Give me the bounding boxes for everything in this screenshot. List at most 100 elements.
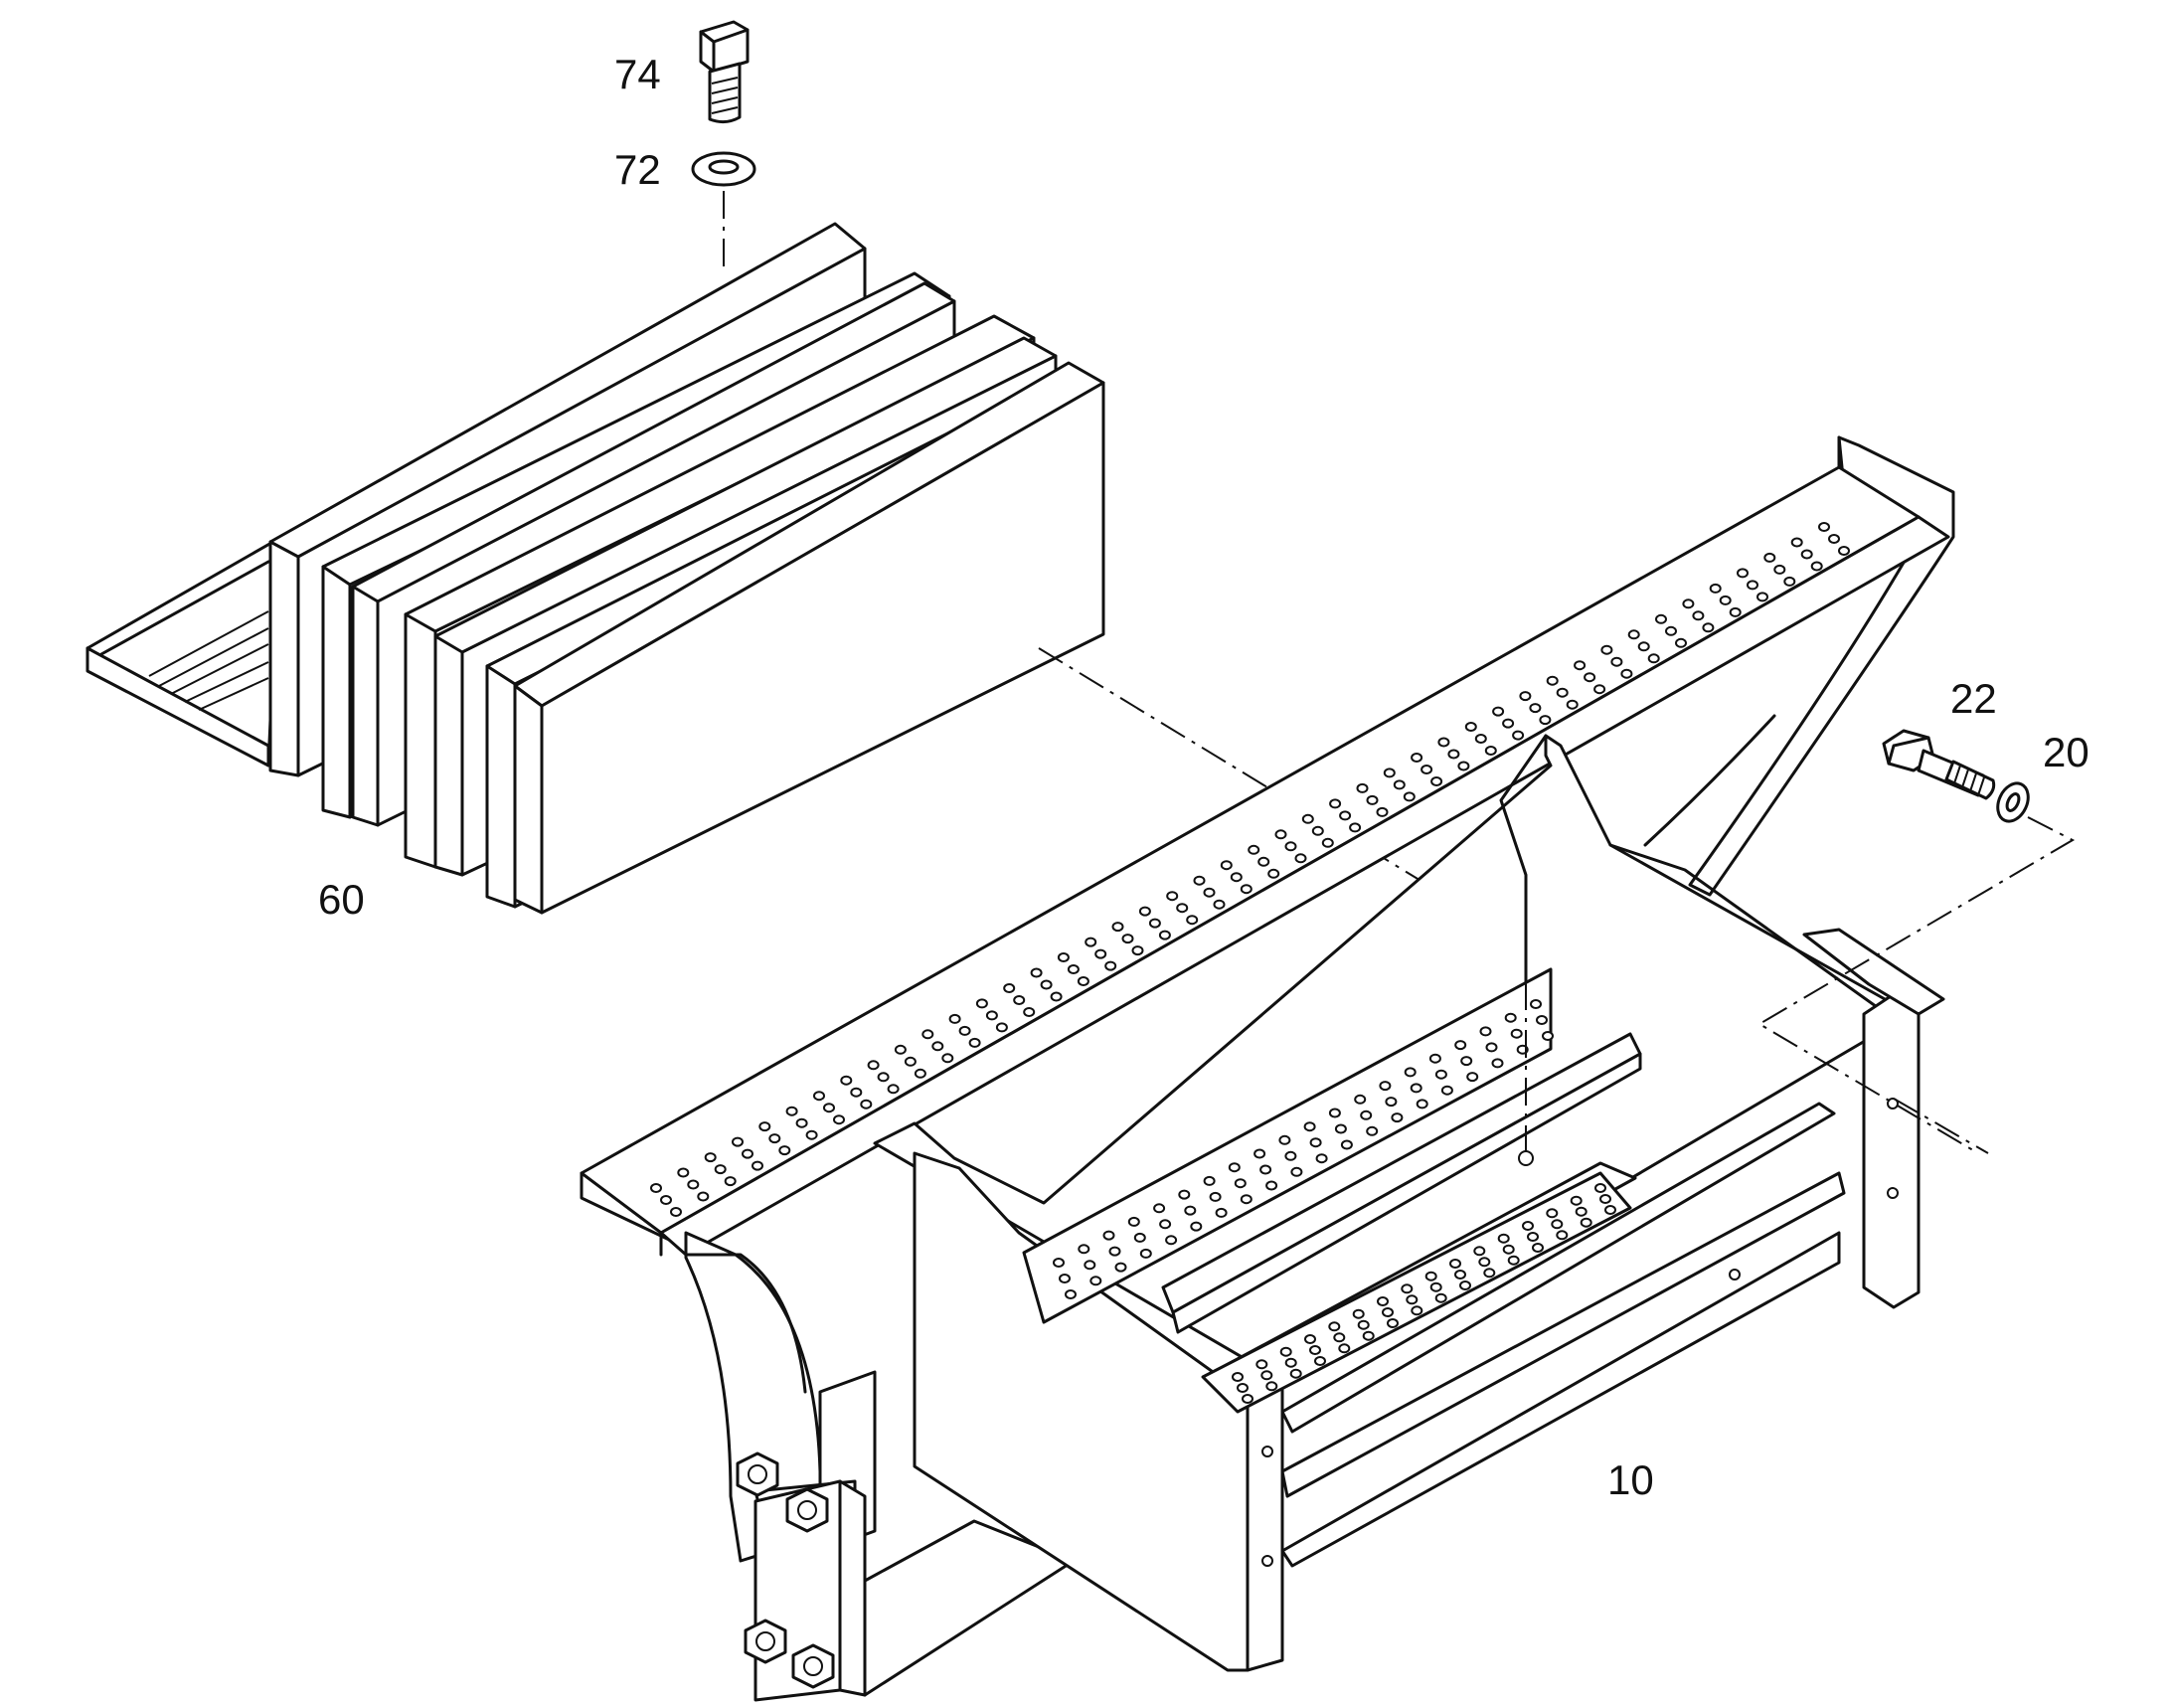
perforation-hole — [1057, 952, 1070, 962]
perforation-hole — [887, 1084, 900, 1095]
perforation-hole — [1529, 703, 1542, 714]
perforation-hole — [1230, 872, 1243, 883]
callout-74: 74 — [614, 51, 661, 97]
perforation-hole — [1114, 1262, 1127, 1273]
perforation-hole — [660, 1195, 672, 1205]
perforation-hole — [1810, 561, 1823, 572]
perforation-hole — [752, 1160, 763, 1171]
perforation-hole — [1429, 1281, 1442, 1292]
perforation-holes-bottom — [1232, 1183, 1616, 1404]
perforation-hole — [1089, 1276, 1102, 1286]
perforation-hole — [1424, 1271, 1437, 1281]
bolt-74-icon — [699, 20, 750, 124]
perforation-hole — [1158, 930, 1171, 940]
perforation-hole — [1352, 1308, 1365, 1319]
perforation-hole — [1284, 1357, 1297, 1368]
perforation-hole — [1265, 1180, 1278, 1191]
perforation-hole — [1575, 1206, 1588, 1217]
perforation-hole — [1542, 1031, 1554, 1041]
perforation-hole — [1421, 765, 1433, 774]
perforation-hole — [914, 1068, 926, 1079]
perforation-hole — [1818, 522, 1830, 532]
perforation-holes-top — [650, 522, 1850, 1217]
perforation-hole — [1510, 1028, 1523, 1039]
perforation-hole — [1309, 1137, 1322, 1148]
perforation-hole — [785, 1106, 798, 1116]
callout-72: 72 — [614, 146, 661, 193]
perforation-hole — [1466, 1072, 1479, 1083]
perforation-hole — [1240, 884, 1253, 895]
perforation-hole — [1360, 1110, 1373, 1120]
perforation-hole — [1600, 644, 1613, 655]
perforation-hole — [1278, 1134, 1291, 1145]
perforation-hole — [1220, 860, 1233, 871]
perforation-hole — [1620, 668, 1633, 679]
perforation-hole — [1675, 637, 1687, 648]
perforation-hole — [1551, 1219, 1564, 1230]
perforation-hole — [1594, 1183, 1606, 1193]
perforation-hole — [1309, 1345, 1321, 1355]
perforation-hole — [1186, 915, 1199, 926]
callout-10: 10 — [1607, 1456, 1654, 1503]
perforation-hole — [975, 998, 988, 1009]
perforation-hole — [921, 1029, 934, 1040]
perforation-hole — [1148, 918, 1161, 929]
perforation-hole — [1166, 891, 1179, 902]
perforation-hole — [1527, 1232, 1539, 1242]
perforation-hole — [931, 1041, 944, 1052]
perforation-hole — [850, 1087, 863, 1098]
perforation-hole — [1610, 656, 1623, 667]
perforation-hole — [1502, 1244, 1515, 1255]
perforation-hole — [1655, 613, 1667, 624]
perforation-hole — [1556, 1230, 1569, 1241]
perforation-hole — [1013, 995, 1026, 1005]
perforation-hole — [1376, 806, 1389, 817]
perforation-hole — [1665, 625, 1677, 636]
perforation-hole — [1570, 1195, 1583, 1206]
perforation-hole — [1284, 841, 1297, 852]
callout-60: 60 — [318, 876, 365, 923]
perforation-hole — [1556, 687, 1569, 698]
perforation-hole — [1483, 1268, 1496, 1279]
perforation-hole — [1393, 779, 1406, 790]
perforation-hole — [894, 1044, 907, 1055]
bolt-22-icon — [1882, 729, 1996, 800]
perforation-hole — [1303, 1121, 1316, 1132]
perforation-hole — [1321, 837, 1334, 848]
perforation-hole — [1349, 822, 1362, 833]
perforation-hole — [1304, 1334, 1316, 1344]
perforation-hole — [1184, 1205, 1197, 1216]
perforation-hole — [813, 1091, 825, 1102]
perforation-hole — [1546, 675, 1559, 686]
perforation-hole — [1729, 606, 1742, 617]
perforation-hole — [1153, 1203, 1166, 1214]
perforation-hole — [1512, 730, 1525, 741]
perforation-hole — [670, 1207, 682, 1217]
perforation-hole — [1387, 1318, 1399, 1328]
perforation-hole — [1340, 1139, 1353, 1150]
perforation-hole — [1366, 794, 1379, 805]
perforation-hole — [1403, 791, 1416, 802]
perforation-hole — [1131, 945, 1144, 956]
perforation-hole — [778, 1145, 791, 1156]
perforation-hole — [1301, 813, 1314, 824]
perforation-hole — [1362, 1330, 1375, 1341]
perforation-hole — [1404, 1067, 1417, 1078]
perforation-hole — [1328, 1321, 1341, 1332]
perforation-hole — [1215, 1207, 1228, 1218]
perforation-hole — [1536, 1015, 1548, 1025]
perforation-hole — [1339, 810, 1352, 821]
perforation-hole — [1447, 749, 1460, 760]
perforation-hole — [1265, 1381, 1278, 1392]
perforation-hole — [1329, 798, 1342, 809]
perforation-hole — [1637, 641, 1650, 652]
perforation-hole — [1356, 782, 1369, 793]
perforation-hole — [1459, 1281, 1471, 1290]
perforation-hole — [1209, 1191, 1222, 1202]
perforation-hole — [1178, 1189, 1191, 1200]
step-frame-10 — [580, 435, 1955, 1702]
perforation-hole — [1566, 699, 1579, 710]
perforation-hole — [1315, 1153, 1328, 1164]
perforation-hole — [1111, 922, 1124, 933]
